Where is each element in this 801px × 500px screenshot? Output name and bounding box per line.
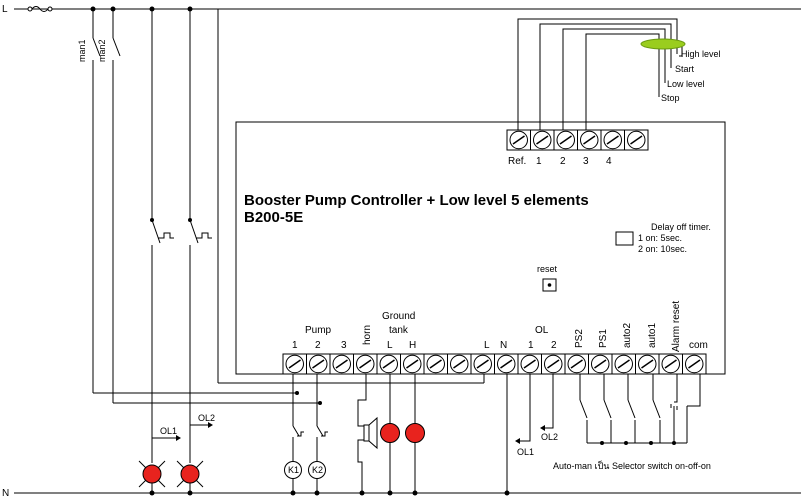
ground-tank-label-1: Ground	[382, 311, 415, 322]
contactor-k1-label: K1	[288, 465, 299, 475]
svg-text:2: 2	[315, 340, 321, 351]
ground-tank-label-2: tank	[389, 325, 409, 336]
selector-switches	[579, 374, 701, 444]
probe-label-2: 2	[560, 156, 566, 167]
probe-screw-terminal	[530, 129, 555, 151]
svg-text:H: H	[409, 340, 416, 351]
probe-screw-terminal	[577, 129, 602, 151]
controller-screw-terminal	[494, 353, 519, 375]
controller-screw-terminal	[588, 353, 613, 375]
probe-start: Start	[675, 64, 695, 74]
svg-text:Alarm reset: Alarm reset	[671, 301, 682, 352]
fuse-icon	[31, 6, 49, 12]
man1-label: man1	[77, 39, 87, 62]
controller-screw-terminal	[470, 353, 495, 375]
ol2-output-label: OL2	[541, 432, 558, 442]
bottom-terminal-strip	[282, 353, 707, 375]
svg-text:1: 1	[292, 340, 298, 351]
pump-group-label: Pump	[305, 325, 332, 336]
lamp-feed-wires	[151, 9, 485, 463]
svg-text:L: L	[484, 340, 490, 351]
selector-note: Auto-man เป็น Selector switch on-off-on	[553, 459, 711, 471]
live-rail	[14, 6, 801, 12]
timer-option-1: 1 on: 5sec.	[638, 233, 682, 243]
probe-label-3: 3	[583, 156, 589, 167]
svg-text:2: 2	[551, 340, 557, 351]
neutral-and-ol-wires	[506, 374, 554, 493]
man2-label: man2	[97, 39, 107, 62]
timer-dip-switch[interactable]	[615, 231, 634, 246]
pump-contactor-circuits	[292, 374, 328, 493]
ol1-output-label: OL1	[517, 447, 534, 457]
horn-icon	[357, 374, 378, 493]
svg-text:L: L	[387, 340, 393, 351]
controller-screw-terminal	[447, 353, 472, 375]
contactor-k1-coil	[284, 461, 302, 479]
controller-screw-terminal	[400, 353, 425, 375]
svg-text:auto1: auto1	[647, 323, 658, 348]
probe-screw-terminal	[506, 129, 531, 151]
svg-text:N: N	[500, 340, 507, 351]
controller-screw-terminal	[682, 353, 707, 375]
ground-tank-probe-l	[380, 423, 400, 443]
probe-label-ref: Ref.	[508, 156, 526, 167]
ol1-label: OL1	[160, 426, 177, 436]
ol-group-label: OL	[535, 325, 549, 336]
contactor-k2-coil	[308, 461, 326, 479]
controller-screw-terminal	[564, 353, 589, 375]
float-switch-icon	[640, 38, 686, 50]
svg-text:1: 1	[528, 340, 534, 351]
svg-text:horn: horn	[362, 325, 373, 345]
controller-model: B200-5E	[244, 209, 303, 226]
alarm-lamp-1	[138, 460, 166, 493]
neutral-label: N	[2, 488, 9, 499]
svg-text:com: com	[689, 340, 708, 351]
probe-label-1: 1	[536, 156, 542, 167]
probe-screw-terminal	[553, 129, 578, 151]
controller-screw-terminal	[353, 353, 378, 375]
controller-screw-terminal	[282, 353, 307, 375]
probe-terminal-strip	[506, 129, 649, 151]
svg-text:PS2: PS2	[574, 329, 585, 348]
bottom-labels-row: 1 2 3 horn L H L N 1 2 PS2 PS1 auto2 aut…	[292, 301, 708, 352]
controller-screw-terminal	[541, 353, 566, 375]
controller-screw-terminal	[635, 353, 660, 375]
timer-option-2: 2 on: 10sec.	[638, 244, 687, 254]
ol2-label: OL2	[198, 413, 215, 423]
controller-screw-terminal	[423, 353, 448, 375]
controller-screw-terminal	[658, 353, 683, 375]
level-probe-wires	[517, 18, 683, 130]
overload-arrows	[152, 422, 213, 441]
svg-text:auto2: auto2	[622, 323, 633, 348]
probe-screw-terminal	[600, 129, 625, 151]
alarm-lamp-2	[176, 460, 204, 493]
probe-low-level: Low level	[667, 79, 705, 89]
ground-tank-probe-h	[405, 423, 425, 443]
probe-stop: Stop	[661, 93, 680, 103]
controller-screw-terminal	[611, 353, 636, 375]
controller-screw-terminal	[329, 353, 354, 375]
ground-tank-probes	[380, 374, 425, 493]
probe-labels-row: Ref. 1 2 3 4	[508, 156, 612, 167]
controller-screw-terminal	[376, 353, 401, 375]
timer-title: Delay off timer.	[651, 222, 711, 232]
live-label: L	[2, 4, 8, 15]
controller-screw-terminal	[306, 353, 331, 375]
controller-title: Booster Pump Controller + Low level 5 el…	[244, 192, 589, 209]
probe-high-level: High level	[681, 49, 721, 59]
svg-text:PS1: PS1	[598, 329, 609, 348]
controller-screw-terminal	[517, 353, 542, 375]
probe-screw-terminal	[624, 129, 649, 151]
contactor-k2-label: K2	[312, 465, 323, 475]
reset-label: reset	[537, 264, 558, 274]
manual-switches	[92, 9, 320, 404]
controller-box	[235, 121, 726, 375]
probe-label-4: 4	[606, 156, 612, 167]
svg-text:3: 3	[341, 340, 347, 351]
